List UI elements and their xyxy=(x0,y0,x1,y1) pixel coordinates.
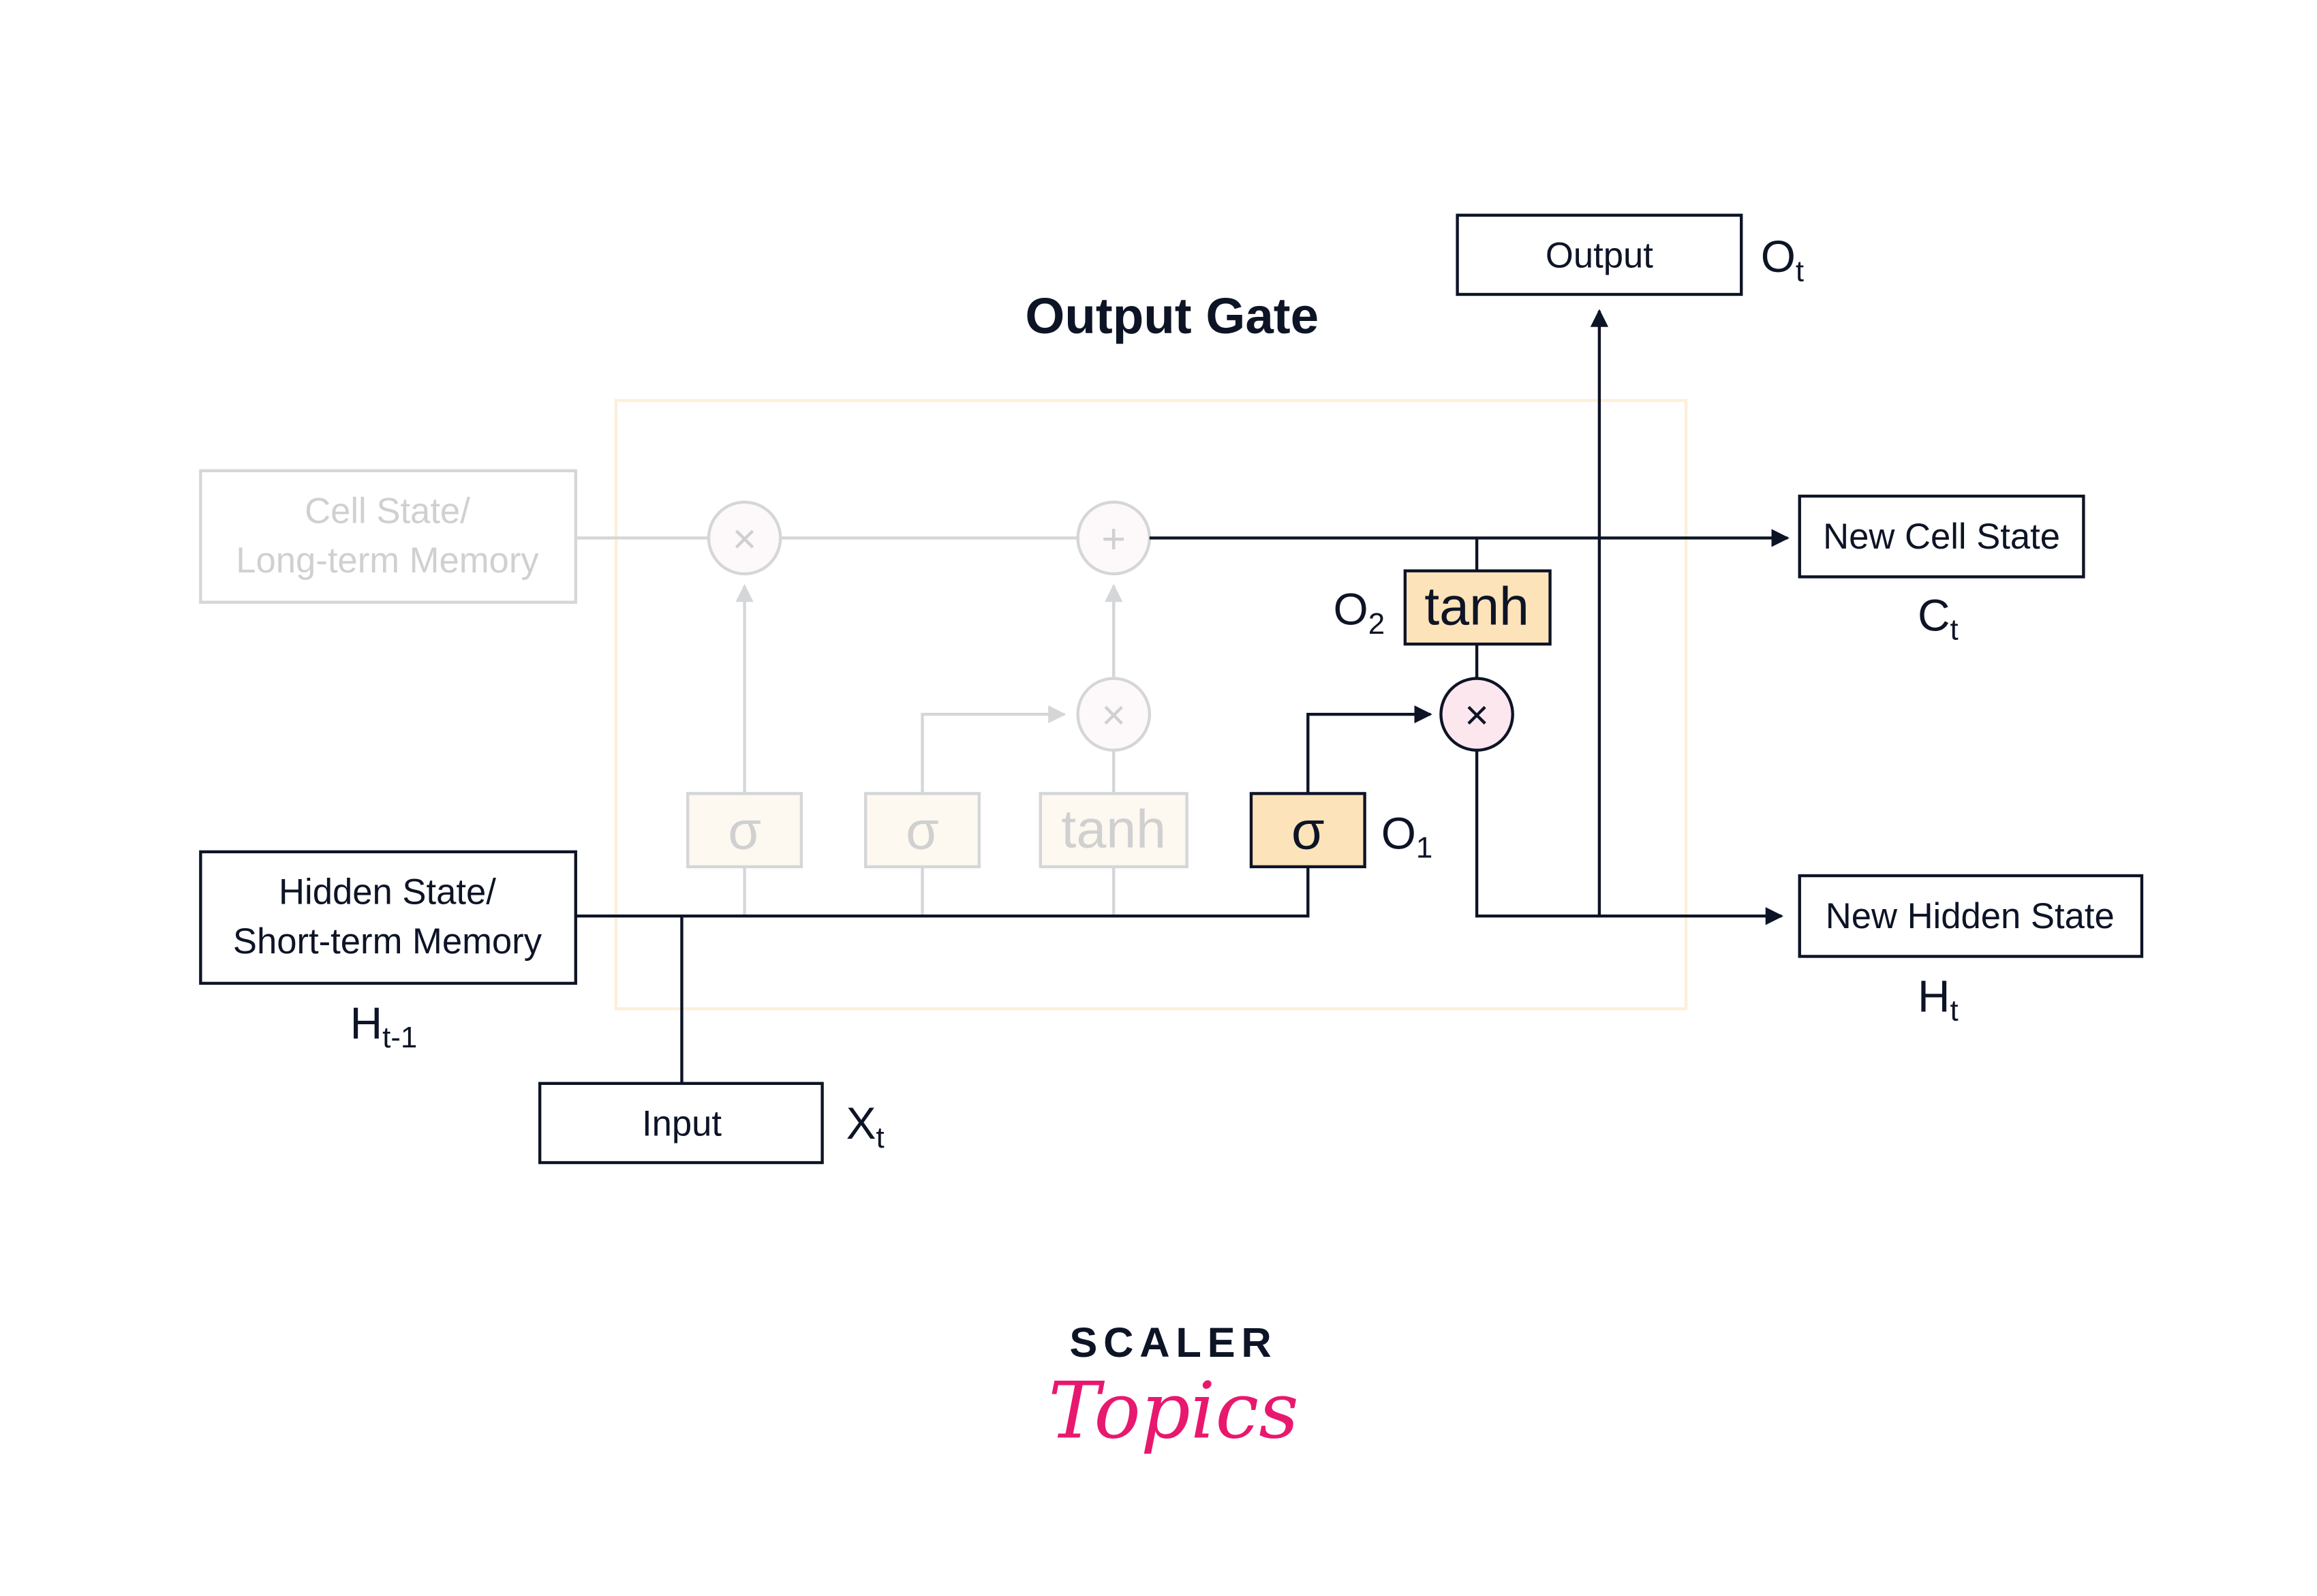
cell-tanh-label: tanh xyxy=(1424,577,1529,636)
output-symbol: Ot xyxy=(1761,231,1804,288)
output-sigma-label: σ xyxy=(1291,801,1325,861)
input-box xyxy=(538,1081,824,1165)
input-sigma-label: σ xyxy=(906,801,939,861)
new-hidden-state-label: New Hidden State xyxy=(1826,896,2115,936)
new-cell-state-box xyxy=(1798,494,2085,579)
multiply-icon: × xyxy=(1101,692,1126,739)
cell-symbol: Ct xyxy=(1918,589,1959,646)
output-box xyxy=(1456,213,1743,296)
multiply-icon: × xyxy=(1464,692,1489,739)
active-output-gate: tanh O2 × σ O1 xyxy=(575,309,1790,1084)
o2-symbol: O2 xyxy=(1334,584,1385,641)
candidate-tanh-box xyxy=(1039,792,1188,869)
sigma-to-mult-arrow xyxy=(1306,705,1432,794)
hidden-state-box xyxy=(199,850,577,985)
forget-multiply-op xyxy=(707,500,782,576)
plus-icon: + xyxy=(1101,515,1126,562)
new-hidden-state-box xyxy=(1798,874,2144,958)
logo-scaler-text: SCALER xyxy=(1069,1319,1277,1366)
output-sigma-box xyxy=(1249,792,1366,869)
hidden-prev-symbol: Ht-1 xyxy=(350,998,418,1054)
hidden-new-symbol: Ht xyxy=(1918,971,1959,1028)
output-box-label: Output xyxy=(1546,236,1653,276)
multiply-icon: × xyxy=(733,515,757,562)
inactive-gates: Cell State/ Long-term Memory × + × σ σ t… xyxy=(199,469,1188,917)
lstm-cell-frame xyxy=(614,399,1688,1011)
hidden-state-label-line1: Hidden State/ xyxy=(279,872,496,912)
candidate-tanh-label: tanh xyxy=(1061,799,1166,859)
hidden-state-line xyxy=(575,866,1310,918)
hidden-state-label-line2: Short-term Memory xyxy=(233,921,542,962)
input-sigma-arrow xyxy=(921,705,1067,794)
scaler-topics-logo: SCALER Topics xyxy=(1048,1319,1299,1456)
diagram-title: Output Gate xyxy=(1025,288,1319,344)
cell-state-label-line2: Long-term Memory xyxy=(236,540,539,581)
cell-state-box xyxy=(199,469,577,604)
cell-state-label-line1: Cell State/ xyxy=(305,491,470,532)
new-hidden-state-line xyxy=(1475,750,1784,925)
input-sigma-box xyxy=(864,792,981,869)
input-symbol: Xt xyxy=(846,1098,885,1154)
new-cell-state-label: New Cell State xyxy=(1823,517,2060,557)
o1-symbol: O1 xyxy=(1381,808,1433,865)
forget-sigma-label: σ xyxy=(728,801,761,861)
input-box-label: Input xyxy=(642,1104,722,1144)
logo-topics-text: Topics xyxy=(1048,1366,1299,1456)
